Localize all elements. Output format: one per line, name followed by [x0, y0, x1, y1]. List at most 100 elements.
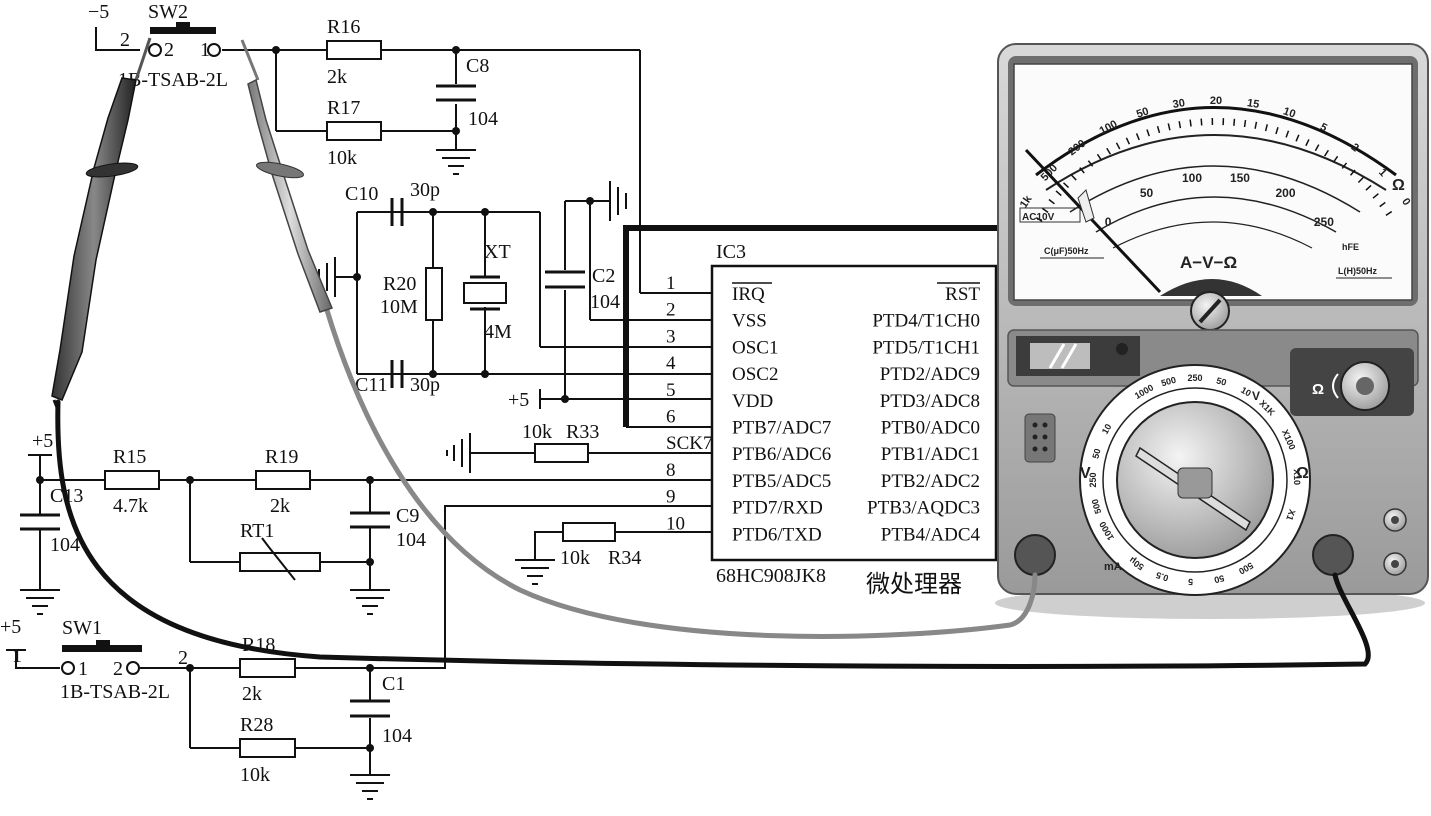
ic-pin-number: 4 [666, 353, 676, 374]
c13-supply-label: +5 [32, 430, 53, 452]
ic-pin-name: OSC1 [732, 337, 778, 358]
ground-c8 [436, 150, 476, 174]
c11-ref: C11 [355, 374, 388, 396]
sw2-supply: −5 [88, 1, 109, 23]
dial-range-ma: 5 [1188, 577, 1193, 587]
c2-ref: C2 [592, 265, 615, 287]
ic-pin-name: PTD6/TXD [732, 524, 822, 545]
c9: C9 104 [350, 505, 426, 551]
sw1-supply: +5 [0, 616, 21, 638]
r16-value: 2k [327, 66, 347, 88]
r33: 10k R33 [522, 421, 599, 462]
rt1: RT1 [240, 520, 320, 580]
v-scale-label: 100 [1182, 171, 1202, 185]
c8-ref: C8 [466, 55, 489, 77]
r20-value: 10M [380, 296, 418, 318]
c9-value: 104 [396, 529, 426, 551]
ohm-scale-label: 30 [1172, 97, 1186, 111]
r15-value: 4.7k [113, 495, 148, 517]
c11: C11 30p [355, 360, 440, 396]
c13-value: 104 [50, 534, 80, 556]
sw1-pin-a: 1 [78, 658, 88, 680]
ic-pin-number: SCK7 [666, 433, 712, 454]
r33-ref: R33 [566, 421, 599, 443]
v-scale-label: 250 [1314, 215, 1334, 229]
r17-ref: R17 [327, 97, 360, 119]
ic-pin-number: 3 [666, 326, 676, 347]
ic-pin-number: 5 [666, 380, 676, 401]
r19-value: 2k [270, 495, 290, 517]
meter-ind-label: L(H)50Hz [1338, 266, 1378, 276]
meter-cap-label: C(μF)50Hz [1044, 246, 1089, 256]
v-scale-label: 150 [1230, 171, 1250, 185]
meter-tick [1190, 120, 1191, 127]
ic3: IC3 68HC908JK8 微处理器 1IRQ2VSS3OSC14OSC25V… [666, 241, 996, 598]
meter-hfe-label: hFE [1342, 242, 1359, 252]
ic-pin-name: OSC2 [732, 364, 778, 385]
meter-ac10v: AC10V [1022, 212, 1055, 223]
r18: R18 2k [240, 634, 295, 705]
rt1-ref: RT1 [240, 520, 274, 542]
ic-pin-name-right: PTD4/T1CH0 [872, 311, 980, 332]
jack-com [1015, 535, 1055, 575]
ic-pin-number: 6 [666, 407, 676, 428]
dial-range-v: 250 [1187, 373, 1202, 383]
c10: C10 30p [345, 179, 440, 226]
meter-ohm-label: Ω [1392, 177, 1405, 194]
sw2-pin-b: 1 [200, 39, 210, 61]
ohm-scale-label: 15 [1246, 97, 1260, 111]
vdd-supply: +5 [508, 389, 540, 411]
meter-scale-title: A−V−Ω [1180, 253, 1237, 272]
dial-v-top: V [1252, 389, 1260, 403]
ic-pin-name-right: RST [945, 284, 980, 305]
jack-pos [1313, 535, 1353, 575]
r16-ref: R16 [327, 16, 360, 38]
ic-pin-name: VDD [732, 391, 773, 412]
ic-pin-name-right: PTB2/ADC2 [881, 471, 980, 492]
ic-pin-name-right: PTD3/ADC8 [880, 391, 980, 412]
ic-ref: IC3 [716, 241, 746, 263]
black-probe [52, 38, 150, 410]
sw1: +5 1 SW1 1 2 2 1B-TSAB-2L [0, 616, 188, 703]
ground-c9 [350, 590, 390, 614]
r34: 10k R34 [560, 523, 641, 569]
r16: R16 2k [327, 16, 381, 88]
sw2-term-a: 2 [120, 29, 130, 51]
r17-value: 10k [327, 147, 357, 169]
c10-ref: C10 [345, 183, 378, 205]
sw1-term-b: 2 [178, 647, 188, 669]
r19: R19 2k [256, 446, 310, 517]
c1-value: 104 [382, 725, 412, 747]
c9-ref: C9 [396, 505, 419, 527]
dial-ohm-label: Ω [1296, 465, 1309, 482]
r15-ref: R15 [113, 446, 146, 468]
c2: C2 104 [545, 265, 620, 313]
v-scale-label: 0 [1105, 215, 1112, 229]
ic-pin-name: VSS [732, 311, 767, 332]
c1: C1 104 [350, 673, 412, 747]
ic-pin-name-right: PTB3/AQDC3 [867, 498, 980, 519]
ground-r33 [447, 433, 470, 473]
ic-pin-name-right: PTB4/ADC4 [881, 524, 981, 545]
r33-value: 10k [522, 421, 552, 443]
v-scale-label: 50 [1140, 186, 1154, 200]
ic-pin-name-right: PTD5/T1CH1 [872, 337, 980, 358]
c8: C8 104 [436, 55, 498, 130]
ground-r34 [515, 560, 555, 584]
c1-ref: C1 [382, 673, 405, 695]
ground-c13 [20, 590, 60, 614]
ic-pin-name: PTB5/ADC5 [732, 471, 831, 492]
r15: R15 4.7k [105, 446, 159, 517]
ic-pin-name-right: PTB1/ADC1 [881, 444, 980, 465]
r28-value: 10k [240, 764, 270, 786]
sw2-ref: SW2 [148, 1, 188, 23]
ic-pin-number: 2 [666, 300, 676, 321]
dial-v-label: V [1080, 465, 1091, 482]
ohm-knob-label: Ω [1312, 381, 1324, 398]
r34-ref: R34 [608, 547, 641, 569]
ic-pin-name-right: PTB0/ADC0 [881, 418, 980, 439]
ic-pin-number: 1 [666, 273, 676, 294]
ic-pin-name: PTB6/ADC6 [732, 444, 831, 465]
